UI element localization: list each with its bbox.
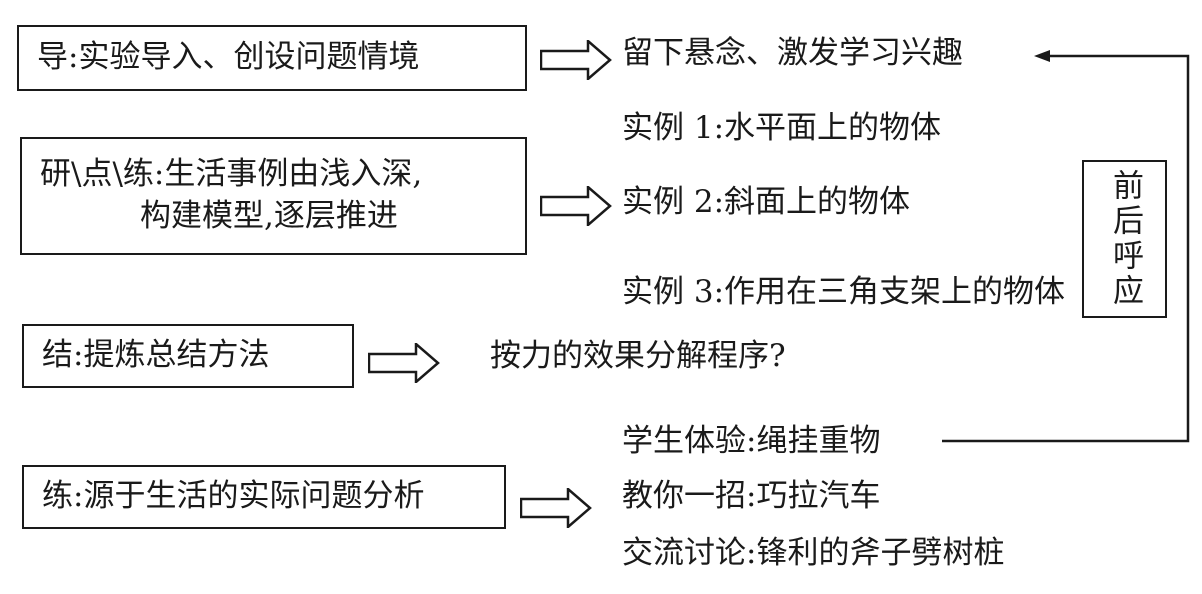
outcome-dao: 留下悬念、激发学习兴趣: [622, 35, 963, 71]
feedback-arrowhead: [1034, 50, 1050, 62]
box-lian: 练:源于生活的实际问题分析: [22, 465, 506, 529]
outcome-lian-2: 教你一招:巧拉汽车: [622, 478, 881, 514]
side-label-box: 前后呼应: [1082, 160, 1167, 318]
box-dao-text: 导:实验导入、创设问题情境: [37, 39, 420, 76]
box-lian-text: 练:源于生活的实际问题分析: [42, 478, 425, 515]
outcome-jie: 按力的效果分解程序?: [490, 338, 786, 374]
outcome-example-3: 实例 3:作用在三角支架上的物体: [622, 274, 1066, 310]
arrow-yan: [540, 186, 612, 226]
side-label-text: 前后呼应: [1107, 169, 1143, 309]
box-yan-dian-lian: 研\点\练:生活事例由浅入深, 构建模型,逐层推进: [20, 137, 527, 255]
box-yan-line2: 构建模型,逐层推进: [140, 198, 398, 234]
box-dao: 导:实验导入、创设问题情境: [17, 25, 527, 91]
arrow-lian: [520, 488, 592, 528]
box-jie-text: 结:提炼总结方法: [42, 337, 270, 374]
arrow-jie: [368, 343, 440, 383]
box-jie: 结:提炼总结方法: [22, 324, 354, 388]
outcome-lian-3: 交流讨论:锋利的斧子劈树桩: [622, 535, 1005, 571]
outcome-example-2: 实例 2:斜面上的物体: [622, 184, 911, 220]
outcome-example-1: 实例 1:水平面上的物体: [622, 110, 942, 146]
outcome-lian-1: 学生体验:绳挂重物: [622, 423, 881, 459]
arrow-dao: [540, 40, 612, 80]
box-yan-line1: 研\点\练:生活事例由浅入深,: [40, 156, 423, 193]
